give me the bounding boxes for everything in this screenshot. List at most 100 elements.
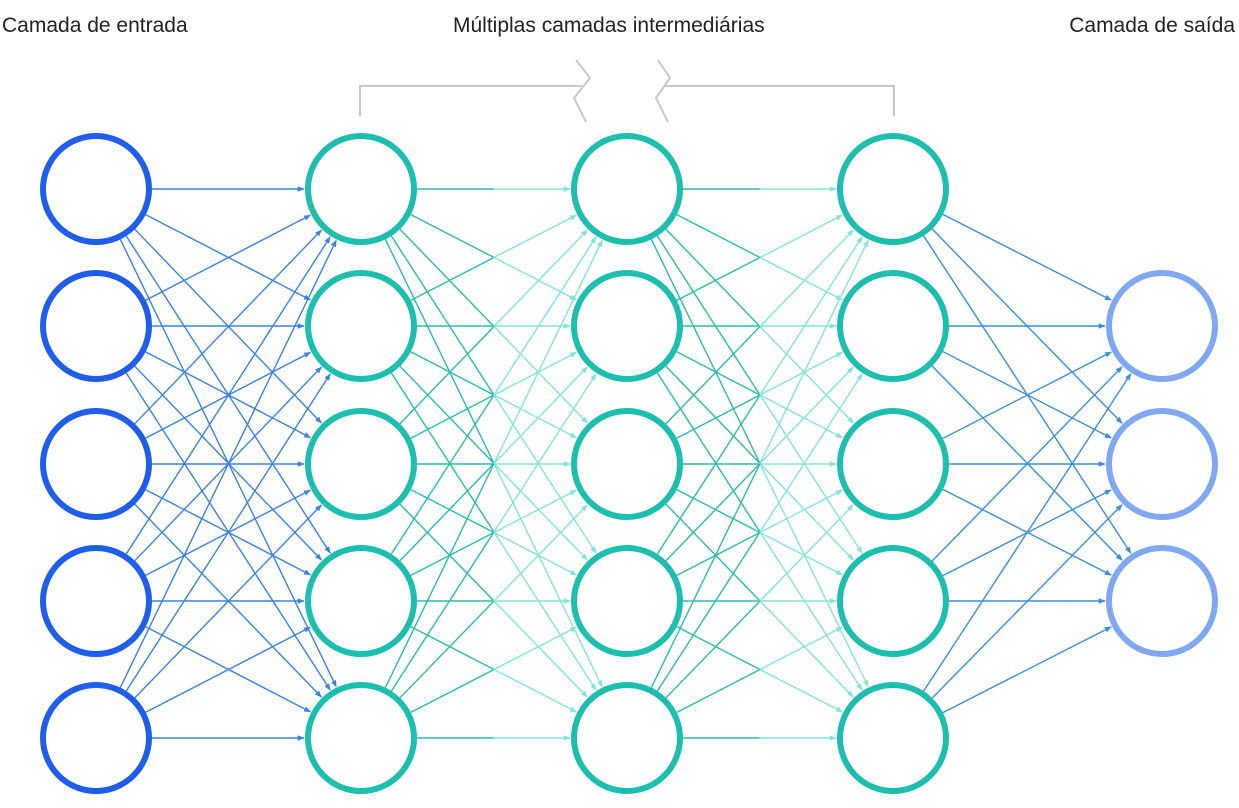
connection-l3-0-0 [942, 213, 1112, 301]
connection-l1-2-4 [399, 503, 495, 602]
hidden-2-neuron-5 [571, 682, 683, 794]
connection-l1-2-3 [410, 489, 494, 533]
connection-l1-0-3 [390, 235, 495, 395]
connection-l2-2-4-tail [759, 600, 854, 698]
hidden-3-neuron-4 [837, 545, 949, 657]
connection-l2-1-3-tail [759, 462, 854, 561]
output-neuron-2 [1106, 408, 1218, 520]
connection-l2-4-2 [665, 600, 761, 699]
hidden-3-neuron-5 [837, 682, 949, 794]
hidden-3-neuron-2 [837, 270, 949, 382]
connection-l3-4-0 [923, 373, 1132, 692]
connection-l1-3-0-tail [493, 236, 597, 396]
connection-l1-1-0 [410, 257, 494, 301]
bracket-right [665, 85, 895, 116]
input-neuron-2 [40, 270, 152, 382]
hidden-layers-label: Múltiplas camadas intermediárias [453, 14, 765, 37]
connection-l2-2-0 [665, 326, 761, 425]
hidden-1-neuron-4 [305, 545, 417, 657]
connection-l2-2-0-tail [759, 229, 854, 328]
connection-l2-0-4 [650, 239, 761, 464]
connection-l1-3-2 [410, 532, 494, 576]
connection-l0-2-0 [134, 229, 322, 425]
connection-l1-1-2-tail [493, 394, 578, 439]
connection-l2-0-3-tail [759, 394, 863, 554]
connection-l2-1-2 [676, 351, 760, 396]
output-layer-label: Camada de saída [1069, 14, 1235, 37]
connection-l1-4-1 [390, 532, 495, 692]
connection-l1-4-0 [384, 463, 495, 688]
bracket-break-right [654, 59, 672, 123]
connection-l2-3-1-tail [759, 366, 854, 465]
connection-l1-1-2 [410, 351, 494, 396]
connection-l2-0-4-tail [759, 462, 869, 688]
input-neuron-3 [40, 408, 152, 520]
connection-l2-4-0-tail [759, 239, 869, 465]
hidden-1-neuron-1 [305, 133, 417, 245]
connection-l1-4-0-tail [493, 239, 603, 465]
connection-l1-0-4-tail [493, 462, 603, 688]
connection-l2-3-2 [676, 532, 760, 576]
connection-l2-1-3 [665, 365, 761, 464]
connection-l2-2-1 [676, 394, 760, 439]
connection-l2-0-3 [656, 235, 761, 395]
connection-l1-3-1 [399, 463, 495, 562]
hidden-2-neuron-1 [571, 133, 683, 245]
connection-l2-4-0 [650, 463, 761, 688]
connection-l2-4-3 [676, 669, 760, 713]
connection-l1-1-4-tail [493, 531, 597, 691]
connection-l2-0-1-tail [759, 256, 843, 301]
bracket-left [359, 85, 582, 116]
connection-l1-3-2-tail [493, 489, 577, 534]
connection-l2-3-2-tail [759, 489, 843, 534]
connection-l2-4-3-tail [759, 626, 843, 671]
hidden-3-neuron-3 [837, 408, 949, 520]
connection-l2-3-0-tail [759, 236, 863, 396]
connection-l1-3-1-tail [493, 366, 588, 465]
connection-l1-2-1-tail [493, 351, 578, 396]
connection-l1-0-4 [384, 239, 495, 464]
connection-l3-3-0 [931, 366, 1123, 562]
connection-l1-4-2-tail [493, 504, 588, 602]
connection-l2-3-0 [656, 395, 761, 555]
connection-l1-4-1-tail [493, 373, 597, 533]
connections [119, 186, 1132, 741]
connection-l0-4-1 [125, 373, 331, 692]
connection-l0-4-2 [134, 504, 322, 699]
input-layer-label: Camada de entrada [2, 14, 188, 37]
input-neuron-5 [40, 682, 152, 794]
connection-l2-3-4-tail [759, 668, 843, 713]
connection-l2-0-1 [676, 214, 760, 258]
connection-l0-3-0 [125, 236, 331, 555]
connection-l2-4-2-tail [759, 504, 854, 602]
connection-l1-2-0-tail [493, 229, 588, 328]
hidden-1-neuron-3 [305, 408, 417, 520]
neurons [40, 133, 1218, 794]
hidden-2-neuron-3 [571, 408, 683, 520]
connection-l1-3-4 [410, 626, 494, 670]
connection-l2-1-0 [676, 257, 760, 301]
connection-l2-3-1 [665, 463, 761, 562]
connection-l2-4-1 [656, 532, 761, 692]
connection-l1-2-3-tail [493, 531, 577, 576]
connection-l3-4-2 [942, 626, 1112, 714]
connection-l1-1-3-tail [493, 462, 588, 561]
connection-l2-1-2-tail [759, 394, 844, 439]
connection-l1-1-0-tail [493, 214, 577, 259]
connection-l1-3-0 [390, 395, 495, 555]
connection-l1-0-2 [399, 228, 495, 327]
connection-l2-2-4 [665, 503, 761, 602]
connection-l2-1-4 [656, 372, 761, 532]
hidden-2-neuron-2 [571, 270, 683, 382]
connection-l2-1-0-tail [759, 214, 843, 259]
connection-l1-4-3-tail [493, 626, 577, 671]
connection-l1-4-2 [399, 600, 495, 699]
connection-l1-1-3 [399, 365, 495, 464]
connection-l3-2-0 [942, 351, 1112, 440]
hidden-1-neuron-2 [305, 270, 417, 382]
connection-l1-2-0 [399, 326, 495, 425]
connection-l0-4-0 [119, 239, 337, 688]
connection-l1-1-4 [390, 372, 495, 532]
hidden-3-neuron-1 [837, 133, 949, 245]
